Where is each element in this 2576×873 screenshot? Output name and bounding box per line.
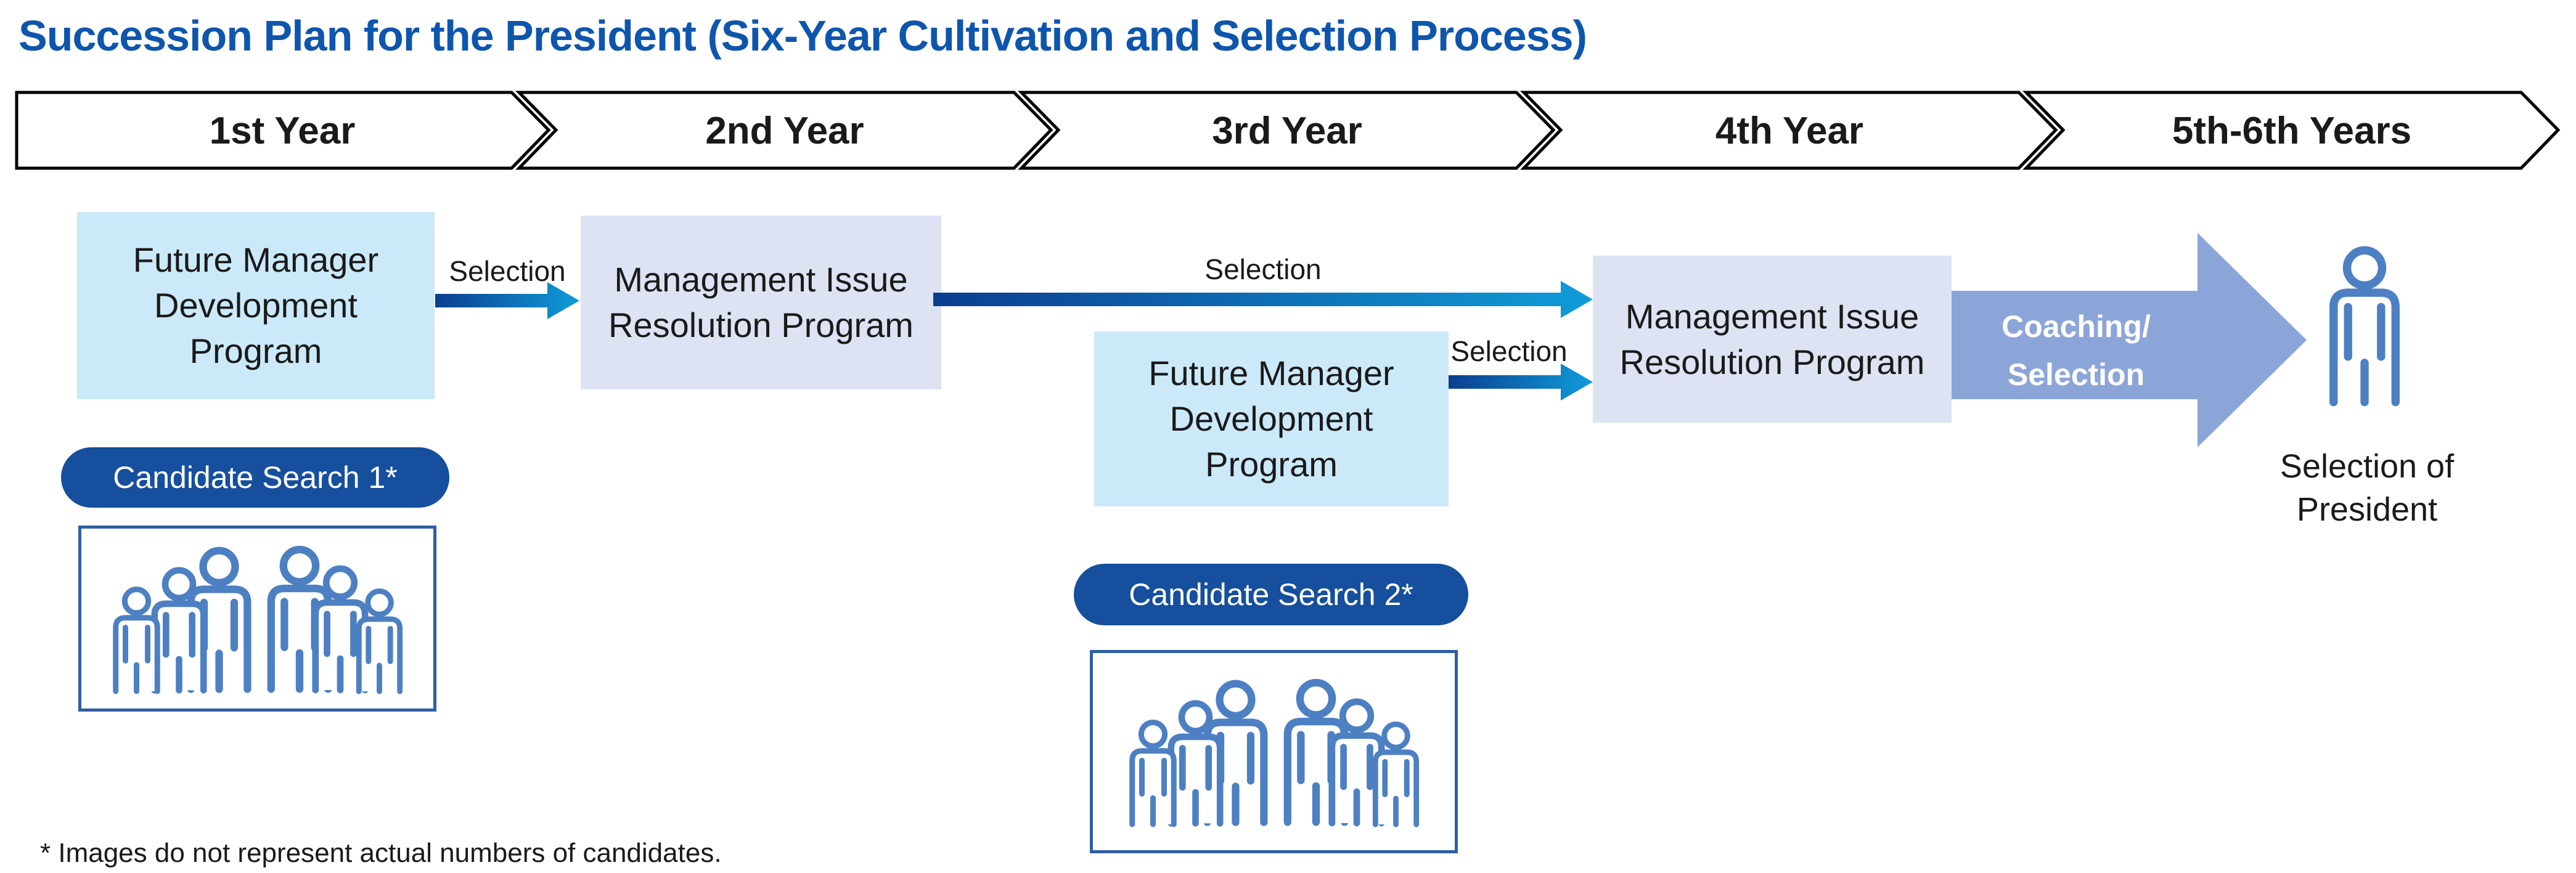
- timeline-segment-1: [15, 91, 551, 170]
- selection-arrow-3-icon: [1449, 363, 1593, 400]
- coaching-selection-arrow-icon: [1952, 233, 2307, 447]
- selection-arrow-2-icon: [933, 281, 1593, 318]
- timeline-segment-5: [2022, 91, 2561, 170]
- timeline-segment-3: [1018, 91, 1556, 170]
- coaching-selection-label: Coaching/ Selection: [2002, 309, 2151, 392]
- candidate-search-2-badge: Candidate Search 2*: [1074, 564, 1468, 625]
- timeline-segment-4: [1520, 91, 2058, 170]
- timeline-label-year3: 3rd Year: [1212, 110, 1362, 152]
- program-box-mirp-year4: Management Issue Resolution Program: [1593, 256, 1952, 423]
- selection-label-3: Selection: [1450, 335, 1568, 367]
- selection-label-2: Selection: [1204, 253, 1322, 285]
- president-person-icon: [2313, 245, 2416, 410]
- selection-of-president-caption: Selection of President: [2280, 448, 2455, 529]
- timeline-label-year1: 1st Year: [210, 110, 356, 152]
- timeline-label-year2: 2nd Year: [705, 110, 864, 152]
- timeline-label-years5-6: 5th-6th Years: [2172, 110, 2411, 152]
- selection-arrow-1-icon: [435, 282, 579, 319]
- selection-label-1: Selection: [449, 255, 566, 287]
- program-box-fmdp-year1: Future Manager Development Program: [77, 212, 435, 399]
- timeline-label-year4: 4th Year: [1715, 110, 1863, 152]
- footnote: * Images do not represent actual numbers…: [40, 838, 722, 868]
- page-title: Succession Plan for the President (Six-Y…: [18, 12, 1587, 60]
- timeline-segment-2: [515, 91, 1053, 170]
- candidate-group-2-people-icon: [1090, 650, 1458, 853]
- candidate-search-1-badge: Candidate Search 1*: [61, 447, 449, 508]
- program-box-mirp-year2: Management Issue Resolution Program: [581, 216, 941, 389]
- timeline-chevron-bar: 1st Year 2nd Year 3rd Year 4th Year 5th-…: [15, 91, 2561, 170]
- program-box-fmdp-year3: Future Manager Development Program: [1094, 331, 1449, 506]
- candidate-group-1-people-icon: [78, 526, 436, 712]
